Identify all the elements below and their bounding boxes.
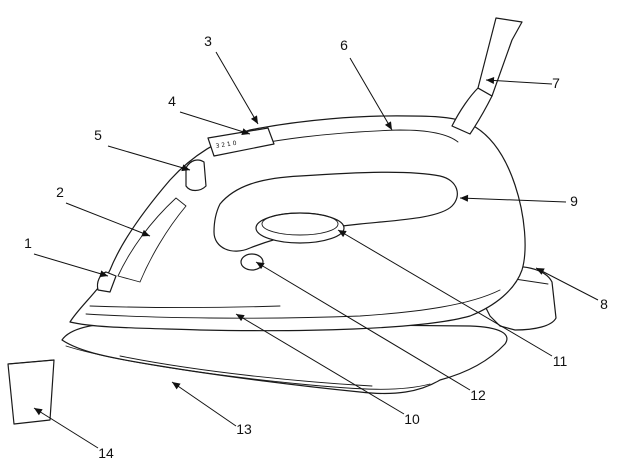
leader-line-spray-nozzle [33, 253, 109, 277]
callout-label-indicator-light: 12 [470, 387, 486, 403]
soleplate-edge-lower [119, 355, 373, 387]
arrowhead-heel-rest [536, 268, 545, 275]
arrowhead-handle [384, 121, 392, 130]
leader-line-indicator-light [255, 261, 471, 391]
cord-guard-shape [451, 87, 493, 135]
leader-line-heel-rest [535, 267, 599, 301]
callout-label-steam-control-dial: 3 [204, 33, 212, 49]
callout-label-water-fill-inlet: 2 [56, 184, 64, 200]
leader-line-water-fill-inlet [65, 202, 151, 237]
steam-dial-shape [207, 127, 275, 157]
leader-line-water-tank [459, 197, 567, 203]
arrowhead-steam-control-dial [250, 115, 258, 124]
callout-label-measuring-cup: 14 [98, 445, 114, 461]
arrowhead-indicator-light [256, 262, 265, 270]
arrowhead-spray-nozzle [99, 270, 108, 278]
arrowhead-temperature-dial [338, 230, 347, 238]
temperature-dial-inner [261, 212, 339, 236]
leader-line-soleplate [171, 381, 237, 427]
arrowhead-measuring-cup [34, 408, 43, 416]
callout-label-power-cord: 7 [552, 75, 560, 91]
callout-label-temperature-dial: 11 [553, 353, 568, 369]
leader-line-spray-button [179, 111, 251, 135]
steam-dial-marks: 3 2 1 0 [215, 140, 237, 150]
callout-label-soleplate-cover: 10 [404, 411, 420, 427]
arrowhead-soleplate [172, 382, 181, 390]
arrowhead-power-cord [486, 76, 495, 84]
measuring-cup-shape [7, 359, 55, 425]
iron-illustration: 3 2 1 0 [61, 17, 557, 395]
leader-line-handle [349, 57, 393, 131]
indicator-light-shape [240, 253, 264, 271]
soleplate-edge [65, 345, 431, 390]
callout-label-spray-nozzle: 1 [24, 235, 32, 251]
leader-line-temperature-dial [337, 229, 553, 357]
arrowhead-spray-button [241, 128, 250, 135]
measuring-cup-rim [7, 359, 55, 365]
leader-line-steam-control-dial [215, 51, 259, 125]
leader-line-soleplate-cover [235, 313, 405, 415]
callout-label-burst-of-steam-button: 5 [94, 127, 102, 143]
arrowhead-burst-of-steam-button [181, 164, 190, 172]
arrowhead-water-fill-inlet [141, 229, 150, 237]
body-seam [85, 289, 501, 319]
callout-label-handle: 6 [340, 37, 348, 53]
callout-label-soleplate: 13 [236, 421, 252, 437]
callout-label-heel-rest: 8 [600, 296, 608, 312]
leader-line-power-cord [485, 79, 553, 85]
burst-button-shape [185, 159, 207, 192]
leader-line-measuring-cup [33, 407, 99, 449]
body-seam-2 [89, 305, 281, 308]
callout-label-spray-button: 4 [168, 93, 176, 109]
soleplate-shape [61, 322, 508, 395]
arrowhead-water-tank [460, 194, 469, 202]
arrowhead-soleplate-cover [236, 314, 245, 322]
fill-inlet-shape [117, 197, 187, 283]
leader-line-burst-of-steam-button [107, 145, 191, 171]
power-cord-shape [477, 17, 523, 97]
callout-label-water-tank: 9 [570, 193, 578, 209]
